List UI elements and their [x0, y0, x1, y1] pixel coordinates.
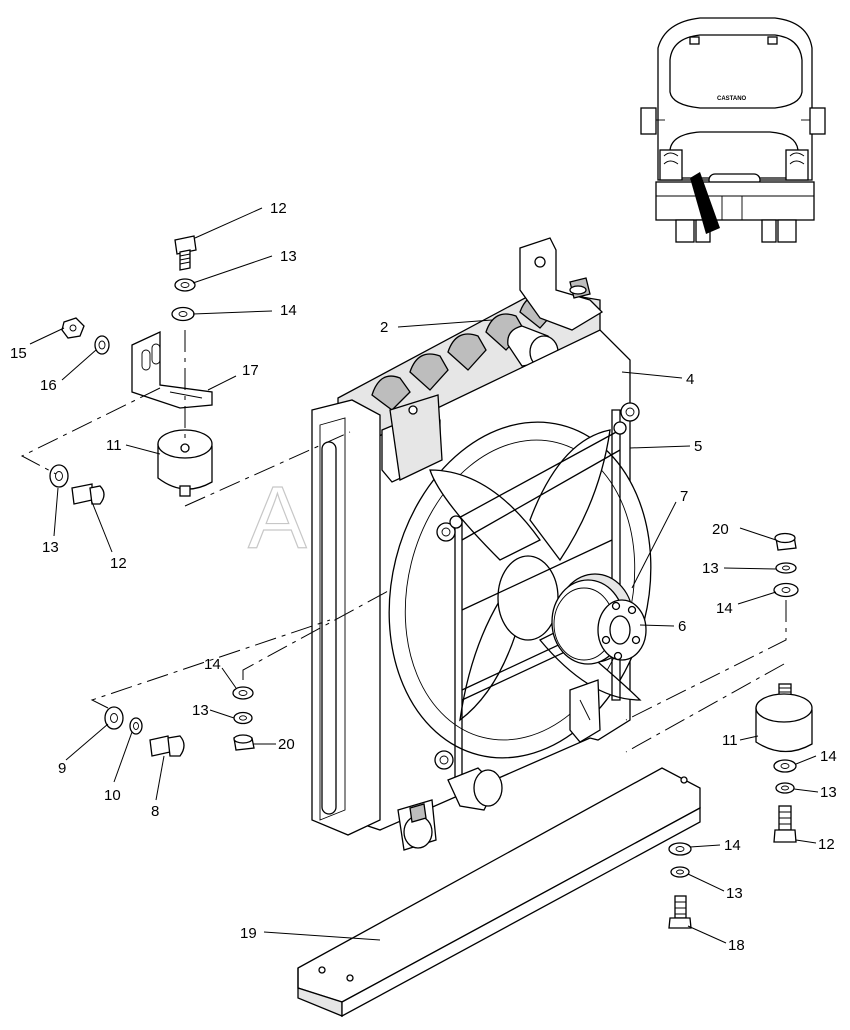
callout-12: 12: [110, 555, 127, 572]
callout-13: 13: [42, 539, 59, 556]
cross-member-19: [297, 767, 701, 1018]
assembly-lines: [20, 330, 787, 753]
callout-14: 14: [724, 837, 741, 854]
callout-7: 7: [680, 488, 688, 505]
callout-14: 14: [280, 302, 297, 319]
radiator-assembly: [311, 237, 652, 851]
bolt-8: [149, 735, 185, 757]
callout-labels: 12 13 14 2 15 16 17 4 11 5 7 13 12 20 13…: [10, 200, 837, 954]
callout-12: 12: [270, 200, 287, 217]
callout-4: 4: [686, 371, 694, 388]
callout-13: 13: [280, 248, 297, 265]
washer-14-right: [773, 582, 799, 598]
vehicle-badge: CASTANO: [717, 96, 747, 102]
washer-14-mid: [232, 686, 254, 700]
fan-pulley: [551, 573, 647, 665]
washer-13-right-lower: [775, 782, 795, 794]
rubber-mount-11-right: [755, 683, 813, 753]
callout-20: 20: [712, 521, 729, 538]
callout-13: 13: [192, 702, 209, 719]
nut-20-mid: [233, 734, 255, 751]
leader-lines: [29, 207, 819, 944]
washer-13-mid: [233, 711, 253, 725]
callout-6: 6: [678, 618, 686, 635]
nut-15: [61, 317, 85, 339]
callout-11: 11: [106, 437, 122, 454]
callout-13: 13: [726, 885, 743, 902]
callout-16: 16: [40, 377, 57, 394]
callout-14: 14: [204, 656, 221, 673]
callout-15: 15: [10, 345, 27, 362]
callout-14: 14: [716, 600, 733, 617]
washer-16: [94, 335, 110, 355]
callout-5: 5: [694, 438, 702, 455]
callout-10: 10: [104, 787, 121, 804]
bracket-17: [131, 330, 213, 409]
callout-19: 19: [240, 925, 257, 942]
callout-11: 11: [722, 732, 738, 749]
washer-13-left: [49, 464, 69, 488]
callout-17: 17: [242, 362, 259, 379]
washer-9: [104, 706, 124, 730]
bolt-12-right: [773, 805, 797, 843]
callout-13: 13: [702, 560, 719, 577]
washer-14-bottom: [668, 842, 692, 856]
callout-18: 18: [728, 937, 745, 954]
washer-13-right: [775, 562, 797, 574]
nut-20-right: [774, 532, 797, 551]
vehicle-rear-view: CASTANO: [640, 17, 826, 243]
callout-2: 2: [380, 319, 388, 336]
bolt-18: [668, 895, 692, 929]
fan-blades: [429, 429, 642, 722]
callout-14: 14: [820, 748, 837, 765]
bolt-12-left: [71, 483, 105, 505]
washer-14-top: [171, 306, 195, 322]
washer-13-top: [174, 278, 196, 292]
callout-12: 12: [818, 836, 835, 853]
callout-13: 13: [820, 784, 837, 801]
callout-20: 20: [278, 736, 295, 753]
bolt-12-top: [174, 235, 197, 271]
washer-10: [129, 717, 143, 735]
washer-14-right-lower: [773, 759, 797, 773]
washer-13-bottom: [670, 866, 690, 878]
rubber-mount-11-left: [157, 429, 213, 497]
callout-9: 9: [58, 760, 66, 777]
callout-8: 8: [151, 803, 159, 820]
